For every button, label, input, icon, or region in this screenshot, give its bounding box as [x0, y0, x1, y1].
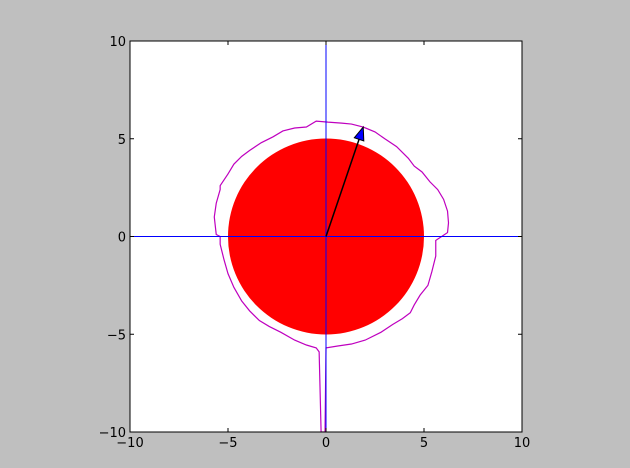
- y-tick-label: −10: [99, 426, 126, 441]
- y-tick-label: 5: [118, 133, 126, 148]
- x-tick-label: −5: [218, 436, 237, 451]
- x-tick-label: 0: [322, 436, 330, 451]
- plot-content: [130, 41, 522, 432]
- y-tick-label: 10: [109, 35, 126, 50]
- arrow-head: [353, 125, 365, 142]
- x-tick-label: 10: [514, 436, 531, 451]
- arrow-shaft: [325, 139, 360, 237]
- x-tick-label: −10: [116, 436, 143, 451]
- y-tick-label: −5: [107, 328, 126, 343]
- contour-line: [213, 120, 450, 432]
- axis-ticks: −10 −5 0 5 10 −10 −5 0 5 10: [99, 35, 531, 451]
- y-tick-label: 0: [118, 231, 126, 246]
- x-tick-label: 5: [420, 436, 428, 451]
